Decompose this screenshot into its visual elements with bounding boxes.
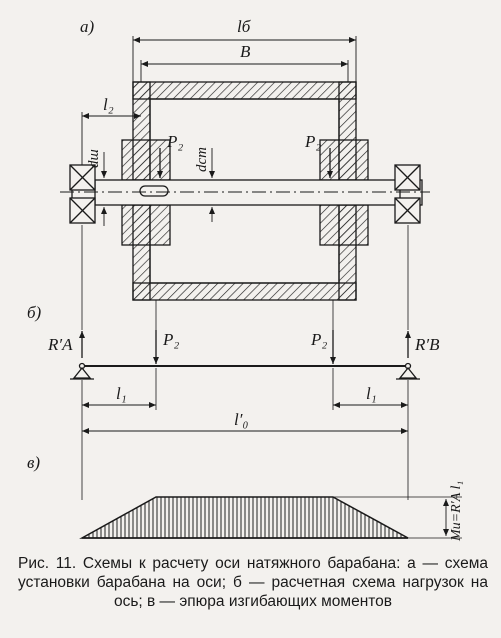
dim-label-lb: lб: [237, 17, 251, 36]
drum-assembly: [121, 81, 369, 301]
dim-label-l0: l′₀: [234, 410, 248, 429]
dim-label-l1-right: l₁: [366, 384, 377, 403]
load-scheme: [70, 330, 420, 500]
part-label-b: б): [27, 303, 42, 322]
moment-epure: [79, 496, 409, 539]
force-label-p2-right: P₂: [310, 330, 327, 349]
right-hub-lower: [319, 204, 369, 246]
force-label-p2-left-upper: P₂: [166, 132, 183, 151]
part-label-v: в): [27, 453, 40, 472]
key-slot: [139, 185, 169, 197]
part-label-a: а): [80, 17, 95, 36]
dim-label-l1-left: l₁: [116, 384, 127, 403]
dim-label-l2: l₂: [103, 95, 114, 114]
drum-shell-bottom: [132, 282, 357, 301]
reaction-label-rb: R′B: [414, 335, 440, 354]
figure-caption: Рис. 11. Схемы к расчету оси натяжного б…: [18, 555, 488, 610]
moment-diagram: [79, 496, 462, 539]
moment-label: Mи=R′A l₁: [449, 481, 464, 542]
reaction-label-ra: R′A: [47, 335, 73, 354]
dim-label-B: B: [240, 42, 251, 61]
dim-label-dsh: dш: [86, 149, 102, 168]
support-right: [398, 366, 418, 379]
left-hub-lower: [121, 204, 171, 246]
left-bearing: [69, 164, 96, 224]
dim-label-dst: dст: [194, 147, 210, 172]
right-bearing: [394, 164, 421, 224]
support-left: [72, 366, 92, 379]
left-hub-upper: [121, 139, 171, 181]
right-hub-upper: [319, 139, 369, 181]
figure-11: а) б) в) lб B l₂ dш dст P₂ P₂ P₂ P₂ R′A …: [27, 17, 464, 542]
drum-shell-top: [132, 81, 357, 100]
projection-lines: [81, 225, 409, 330]
force-label-p2-right-upper: P₂: [304, 132, 321, 151]
force-label-p2-left: P₂: [162, 330, 179, 349]
axle: [60, 179, 430, 206]
